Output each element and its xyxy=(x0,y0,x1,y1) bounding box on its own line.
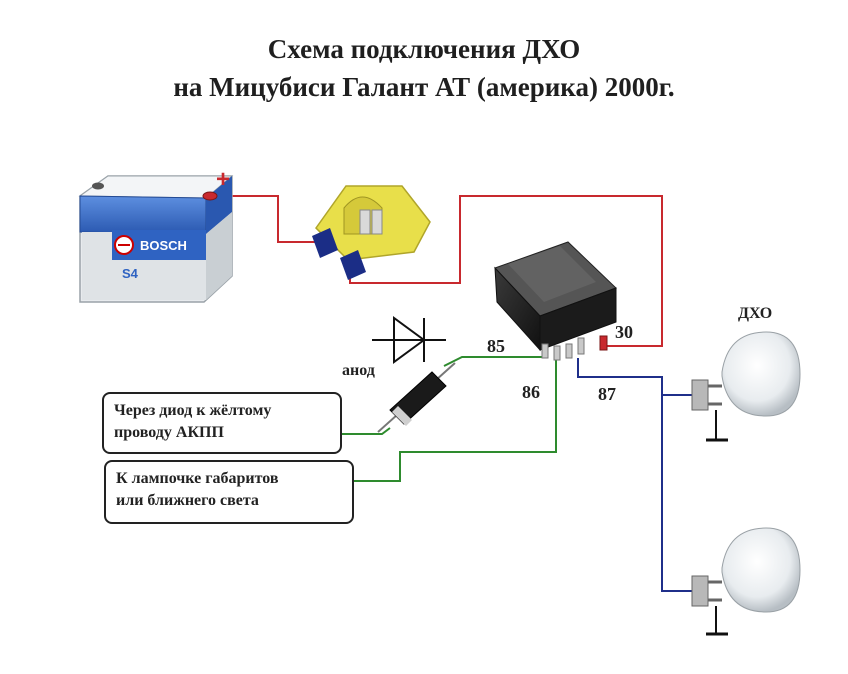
relay xyxy=(494,241,617,361)
diode-anode-label: анод xyxy=(342,362,375,379)
drl-label: ДХО xyxy=(738,305,772,322)
lights-note-line2: или ближнего света xyxy=(116,492,259,509)
relay-pin-87: 87 xyxy=(598,384,616,404)
diagram-title-line2: на Мицубиси Галант АТ (америка) 2000г. xyxy=(173,72,675,102)
upper-lamp xyxy=(691,331,801,442)
lower-lamp xyxy=(691,527,801,636)
battery xyxy=(78,175,234,303)
diode-symbol xyxy=(372,316,446,364)
wire-box1-diode xyxy=(342,427,391,435)
battery-model-label: S4 xyxy=(122,266,139,281)
battery-brand-label: BOSCH xyxy=(140,238,187,253)
lights-note-line1: К лампочке габаритов xyxy=(116,470,279,487)
diode-note-line2: проводу АКПП xyxy=(114,424,224,441)
wire-box2-relay86 xyxy=(354,358,557,482)
relay-pin-86: 86 xyxy=(522,382,540,402)
wire-battery-fuse xyxy=(212,195,318,243)
relay-pin-30: 30 xyxy=(615,322,633,342)
battery-plus-sign: + xyxy=(216,166,230,193)
lights-note-box: К лампочке габаритов или ближнего света xyxy=(104,460,354,524)
diode-note-line1: Через диод к жёлтому xyxy=(114,402,272,419)
diode-note-box: Через диод к жёлтому проводу АКПП xyxy=(102,392,342,454)
wire-fuse-relay30 xyxy=(349,195,663,347)
fuse-holder xyxy=(312,185,431,280)
wire-relay87-lamps xyxy=(577,358,698,592)
diode-component xyxy=(377,362,456,433)
diagram-title-line1: Схема подключения ДХО xyxy=(267,34,581,64)
relay-pin-85: 85 xyxy=(487,336,505,356)
